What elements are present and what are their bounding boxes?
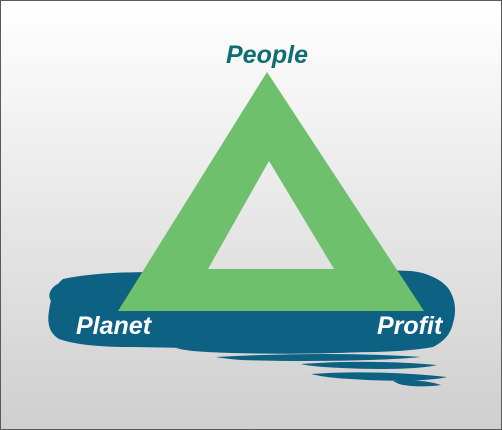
triangle-shape <box>118 72 424 311</box>
label-planet: Planet <box>76 312 152 340</box>
label-profit: Profit <box>377 312 443 340</box>
label-people: People <box>226 41 308 69</box>
